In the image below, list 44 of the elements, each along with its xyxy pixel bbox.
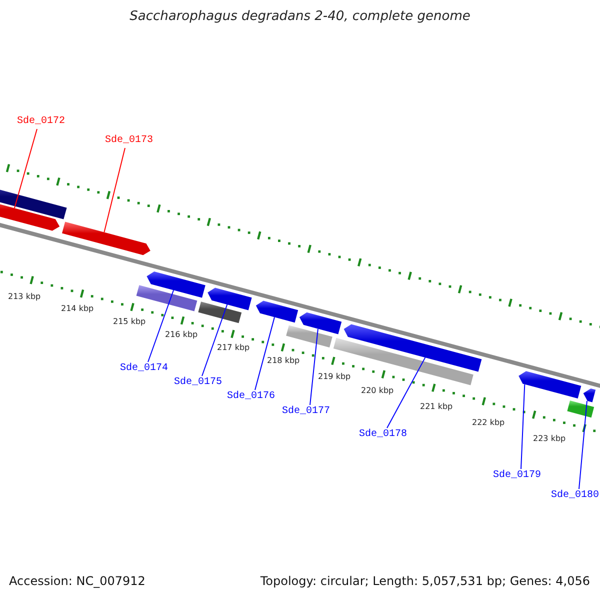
- gene-label: Sde_0175: [174, 377, 222, 389]
- tick-label: 218 kbp: [267, 356, 300, 366]
- gene-block: [208, 288, 252, 310]
- gene-block: [62, 222, 150, 256]
- tick-label: 222 kbp: [472, 418, 505, 428]
- gene-bar: [333, 338, 474, 386]
- leader-line: [254, 316, 275, 390]
- leader-line: [104, 148, 126, 233]
- leader-line: [148, 290, 174, 362]
- tick-label: 219 kbp: [318, 372, 351, 382]
- tick-label: 223 kbp: [533, 434, 566, 444]
- tick-label: 215 kbp: [113, 317, 146, 327]
- gene-label: Sde_0173: [105, 135, 154, 147]
- tick-label: 213 kbp: [8, 292, 41, 302]
- gene-label: Sde_0177: [282, 406, 330, 418]
- tick-label: 214 kbp: [61, 304, 94, 314]
- tick-label: 221 kbp: [420, 402, 453, 412]
- gene-block: [299, 312, 342, 334]
- tick-label: 216 kbp: [165, 330, 198, 340]
- gene-bar: [198, 302, 242, 324]
- gene-bar: [286, 325, 332, 348]
- gene-bar: [136, 285, 198, 312]
- gene-block: [518, 371, 582, 398]
- title: Saccharophagus degradans 2-40, complete genome: [130, 9, 470, 24]
- leader-line: [310, 328, 318, 406]
- leader-line: [386, 357, 426, 428]
- gene-label: Sde_0174: [120, 363, 168, 375]
- gene-label: Sde_0180: [551, 490, 600, 502]
- gene-label: Sde_0172: [17, 116, 66, 128]
- leader-line: [202, 304, 228, 376]
- accession-text: Accession: NC_007912: [9, 574, 146, 588]
- gene-block: [146, 272, 206, 298]
- leader-line: [520, 384, 526, 470]
- genome-stats-text: Topology: circular; Length: 5,057,531 bp; Genes: 4,056: [260, 574, 590, 588]
- leader-line: [14, 128, 38, 209]
- gene-block: [256, 300, 298, 323]
- tick-label: 217 kbp: [217, 343, 250, 353]
- gene-block: [344, 324, 482, 372]
- gene-label: Sde_0176: [227, 391, 276, 403]
- leader-line: [578, 400, 588, 490]
- tick-label: 220 kbp: [361, 386, 394, 396]
- gene-block: [583, 388, 596, 402]
- gene-label: Sde_0178: [359, 429, 408, 441]
- gene-label: Sde_0179: [493, 470, 542, 482]
